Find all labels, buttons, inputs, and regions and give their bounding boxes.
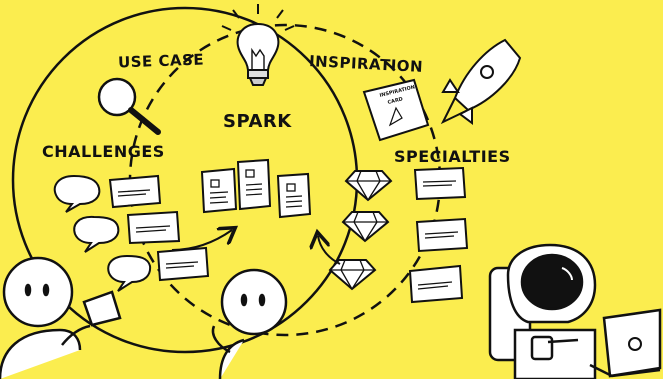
specialty-arrow [318, 236, 341, 265]
challenges-label: CHALLENGES [42, 142, 165, 161]
inspiration-card-text-2: CARD [387, 96, 404, 106]
magnifier-icon [97, 77, 161, 135]
astronaut-icon [488, 243, 597, 379]
rocket-icon [440, 38, 522, 125]
diamond-icon [328, 170, 393, 291]
speech-bubble-icon [53, 174, 152, 292]
sticky-note-icon [108, 166, 469, 304]
lightbulb-icon [221, 4, 295, 86]
person-icon [0, 256, 122, 379]
inspiration-card-icon: INSPIRATION CARD [362, 78, 430, 142]
spark-label: SPARK [223, 111, 292, 132]
challenge-arrow [171, 230, 232, 251]
laptop-icon [589, 308, 662, 378]
specialties-label: SPECIALTIES [394, 147, 511, 166]
person-icon-center [211, 268, 288, 379]
spark-cards [200, 158, 312, 219]
use-case-label: USE CASE [117, 50, 205, 72]
